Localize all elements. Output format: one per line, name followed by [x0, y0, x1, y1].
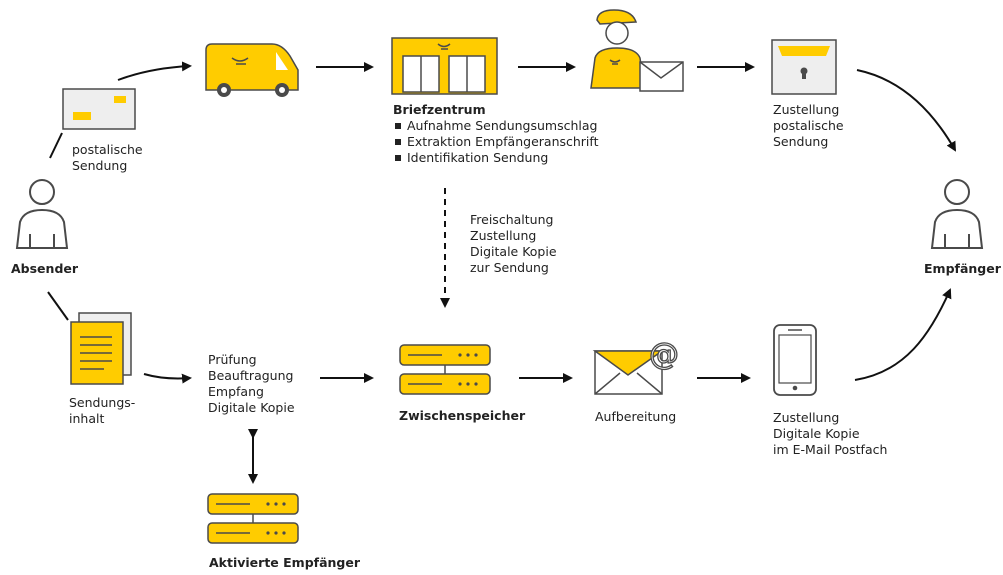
arrow-envelope-to-van — [117, 61, 192, 81]
van-icon — [205, 43, 299, 97]
postalische-sendung-line: Sendung — [72, 158, 128, 173]
recipient-person-icon — [930, 179, 984, 249]
pruefung-line: Beauftragung — [208, 368, 294, 383]
freischaltung-line: zur Sendung — [470, 260, 549, 275]
briefzentrum-title: Briefzentrum — [393, 102, 486, 117]
zustellung-digital-line: im E-Mail Postfach — [773, 442, 888, 457]
arrow-phone-to-recipient — [854, 288, 952, 381]
zustellung-digital-line: Zustellung — [773, 410, 840, 425]
briefzentrum-list: Aufnahme Sendungsumschlag Extraktion Emp… — [393, 118, 599, 166]
zustellung-postalisch-line: Zustellung — [773, 102, 840, 117]
server-aktivierte-icon — [207, 493, 299, 544]
server-icon — [399, 344, 491, 395]
zustellung-postalisch-line: postalische — [773, 118, 844, 133]
line-sender-to-envelope — [49, 132, 63, 159]
at-symbol-icon: @ — [649, 337, 679, 372]
freischaltung-line: Freischaltung — [470, 212, 554, 227]
freischaltung-label: Freischaltung Zustellung Digitale Kopie … — [470, 212, 557, 276]
briefzentrum-item: Extraktion Empfängeranschrift — [393, 134, 599, 150]
pruefung-line: Empfang — [208, 384, 264, 399]
sendungsinhalt-label: Sendungs- inhalt — [69, 395, 135, 427]
line-sender-to-document — [47, 291, 69, 321]
pruefung-label: Prüfung Beauftragung Empfang Digitale Ko… — [208, 352, 295, 416]
sender-person-icon — [15, 179, 69, 249]
zwischenspeicher-label: Zwischenspeicher — [399, 408, 526, 423]
postalische-sendung-line: postalische — [72, 142, 143, 157]
zustellung-postalisch-label: Zustellung postalische Sendung — [773, 102, 844, 150]
aktivierte-empfaenger-label: Aktivierte Empfänger — [209, 555, 361, 570]
arrow-document-to-pruefung — [143, 373, 192, 384]
absender-label: Absender — [11, 261, 79, 276]
document-icon — [70, 312, 132, 385]
postman-icon — [590, 9, 684, 92]
zustellung-postalisch-line: Sendung — [773, 134, 829, 149]
freischaltung-line: Zustellung — [470, 228, 537, 243]
pruefung-line: Prüfung — [208, 352, 257, 367]
mailbox-icon — [771, 39, 837, 95]
zustellung-digital-line: Digitale Kopie — [773, 426, 860, 441]
pruefung-line: Digitale Kopie — [208, 400, 295, 415]
smartphone-icon — [773, 324, 817, 396]
briefzentrum-block: Briefzentrum Aufnahme Sendungsumschlag E… — [393, 102, 599, 166]
postalische-sendung-label: postalische Sendung — [72, 142, 143, 174]
zustellung-digital-label: Zustellung Digitale Kopie im E-Mail Post… — [773, 410, 887, 458]
briefzentrum-item: Identifikation Sendung — [393, 150, 599, 166]
briefzentrum-item: Aufnahme Sendungsumschlag — [393, 118, 599, 134]
connectors — [47, 61, 956, 484]
empfaenger-label: Empfänger — [924, 261, 1001, 276]
freischaltung-line: Digitale Kopie — [470, 244, 557, 259]
sendungsinhalt-line: Sendungs- — [69, 395, 136, 410]
email-at-icon: @ — [592, 336, 680, 395]
envelope-icon — [62, 88, 136, 130]
sendungsinhalt-line: inhalt — [69, 411, 105, 426]
mail-center-icon — [391, 37, 498, 95]
arrow-mailbox-to-recipient — [856, 69, 956, 152]
aufbereitung-label: Aufbereitung — [595, 409, 677, 424]
